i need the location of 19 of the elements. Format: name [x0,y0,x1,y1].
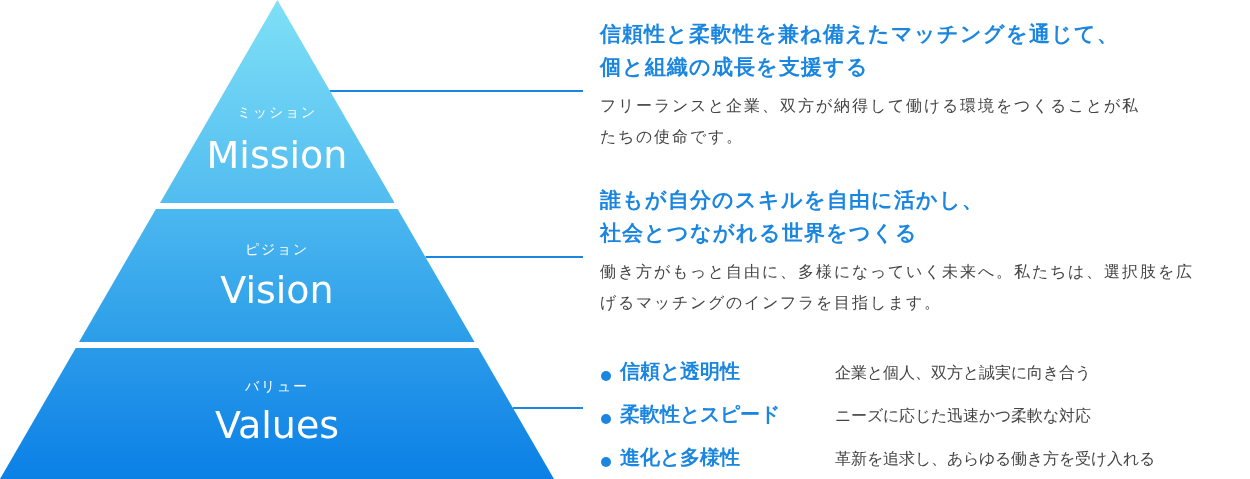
layer-title: Vision [220,268,334,312]
leader-line [424,256,584,258]
value-heading: 進化と多様性 [620,444,740,471]
reading-label: ミッション [237,104,317,120]
value-heading: 信頼と透明性 [620,358,740,385]
layer-title: Values [214,403,340,447]
reading-label: バリュー [245,378,309,394]
value-description: ニーズに応じた迅速かつ柔軟な対応 [835,406,1091,427]
statement-text: フリーランスと企業、双方が納得して働ける環境をつくることが私たちの使命です。 [600,95,1141,148]
leader-line [328,90,584,92]
value-description: 革新を追求し、あらゆる働き方を受け入れる [835,449,1155,470]
reading-label: ピジョン [245,241,309,257]
value-heading: 柔軟性とスピード [620,401,780,428]
value-description: 企業と個人、双方と誠実に向き合う [835,363,1091,384]
statement-heading: 信頼性と柔軟性を兼ね備えたマッチングを通じて、個と組織の成長を支援する [600,21,1120,81]
leader-line [511,407,584,409]
statement-text: 働き方がもっと自由に、多様になっていく未来へ。私たちは、選択肢を広げるマッチングのインフラを目指します。 [600,261,1195,314]
layer-title: Mission [206,133,348,177]
statement-heading: 誰もが自分のスキルを自由に活かし、社会とつながれる世界をつくる [600,187,985,247]
